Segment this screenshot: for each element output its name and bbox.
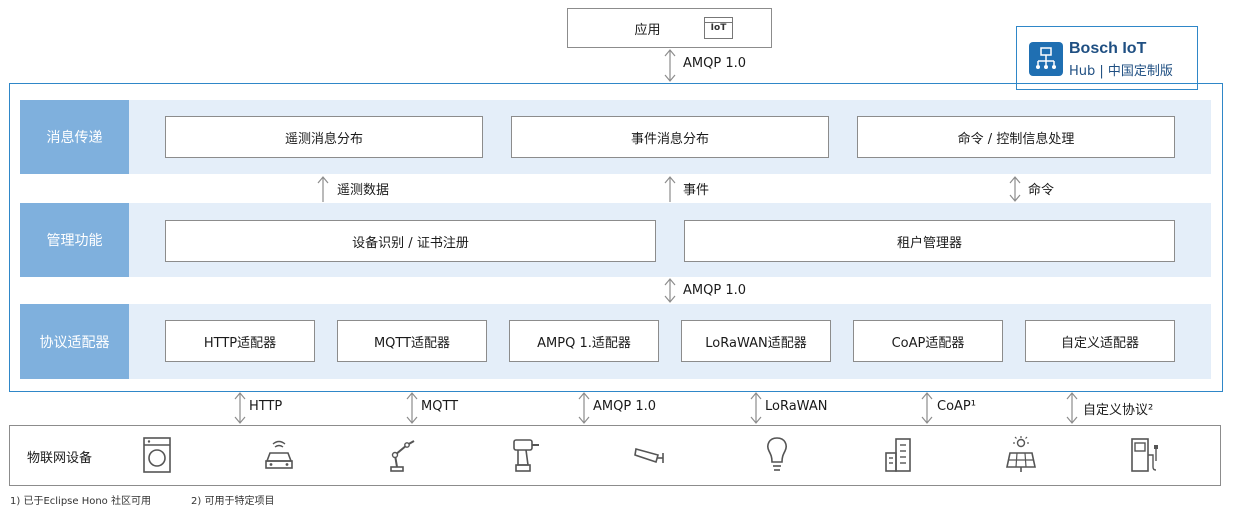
custom-protocol-label: 自定义协议² [1083,403,1154,418]
command-control-box: 命令 / 控制信息处理 [857,116,1175,158]
amqp-mid-arrow-icon [664,278,676,303]
hub-frame [9,83,1223,392]
mqtt-arrow-icon [406,392,418,424]
drill-icon [513,439,539,472]
telemetry-data-label: 遥测数据 [337,183,390,198]
iot-devices-box [9,425,1221,486]
brand-title: Bosch IoT [1069,40,1147,57]
mqtt-protocol-label: MQTT [421,399,459,414]
messaging-row-label: 消息传递 [20,100,129,174]
application-box: 应用 IoT [567,8,772,48]
solar-panel-icon [1006,436,1036,472]
tenant-manager-box: 租户管理器 [684,220,1175,262]
amqp-arrow-icon [578,392,590,424]
footnote-2: 2) 可用于特定项目 [191,496,275,507]
event-up-arrow-icon [664,176,676,202]
amqp-adapter-box: AMPQ 1.适配器 [509,320,659,362]
device-registry-box: 设备识别 / 证书注册 [165,220,656,262]
lorawan-protocol-label: LoRaWAN [765,399,828,414]
command-label: 命令 [1028,183,1055,198]
amqp-top-label: AMQP 1.0 [683,56,746,71]
coap-protocol-label: CoAP¹ [937,399,976,414]
building-icon [885,438,911,472]
coap-arrow-icon [921,392,933,424]
charging-station-icon [1131,438,1158,472]
event-distribution-box: 事件消息分布 [511,116,829,158]
robot-arm-icon [390,440,415,472]
custom-protocol-arrow-icon [1066,392,1078,424]
brand-subtitle: Hub | 中国定制版 [1069,64,1173,79]
car-icon [265,440,293,469]
event-label: 事件 [683,183,710,198]
protocol-adapters-row-label: 协议适配器 [20,304,129,379]
camera-icon [634,447,664,464]
brand-badge: Bosch IoT Hub | 中国定制版 [1016,26,1198,90]
coap-adapter-box: CoAP适配器 [853,320,1003,362]
http-protocol-label: HTTP [249,399,283,414]
iot-badge-text: IoT [710,23,727,33]
iot-devices-label: 物联网设备 [27,451,93,466]
custom-adapter-box: 自定义适配器 [1025,320,1175,362]
footnote-1: 1) 已于Eclipse Hono 社区可用 [10,496,151,507]
amqp-mid-label: AMQP 1.0 [683,283,746,298]
washing-machine-icon [143,437,171,473]
amqp-top-arrow-icon [664,49,676,82]
iot-badge-icon: IoT [704,17,733,39]
management-row-label: 管理功能 [20,203,129,277]
application-label: 应用 [634,22,661,38]
lorawan-arrow-icon [750,392,762,424]
telemetry-up-arrow-icon [317,176,329,202]
amqp-protocol-label: AMQP 1.0 [593,399,656,414]
command-bidirectional-arrow-icon [1009,176,1021,202]
lorawan-adapter-box: LoRaWAN适配器 [681,320,831,362]
mqtt-adapter-box: MQTT适配器 [337,320,487,362]
http-arrow-icon [234,392,246,424]
http-adapter-box: HTTP适配器 [165,320,315,362]
telemetry-distribution-box: 遥测消息分布 [165,116,483,158]
hub-logo-icon [1029,42,1063,76]
light-bulb-icon [767,437,787,471]
